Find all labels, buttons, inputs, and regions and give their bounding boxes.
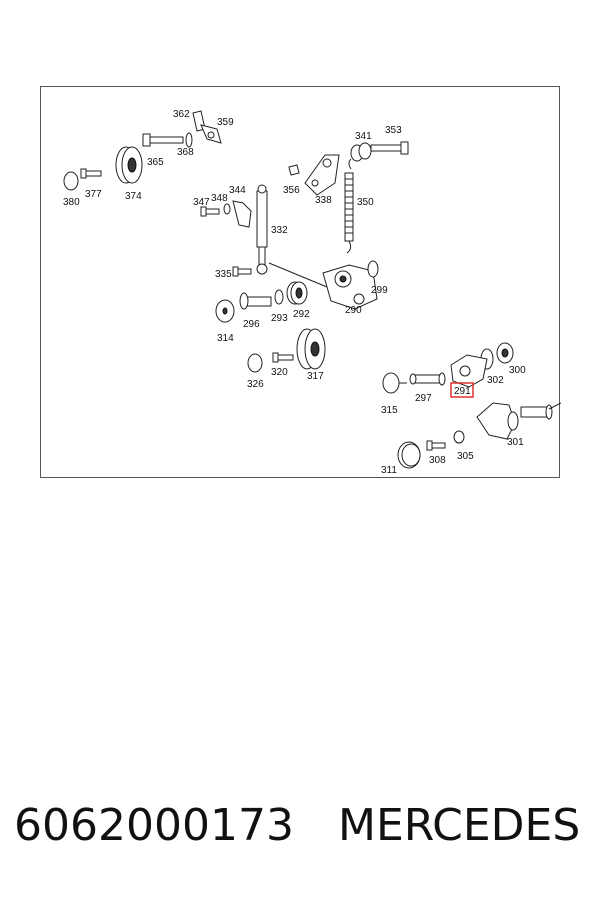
part-number: 6062000173 xyxy=(14,800,294,851)
cap-315 xyxy=(382,372,407,394)
label-359: 359 xyxy=(217,117,234,128)
label-347: 347 xyxy=(193,197,210,208)
label-296: 296 xyxy=(243,319,260,330)
label-377: 377 xyxy=(85,189,102,200)
label-365: 365 xyxy=(147,157,164,168)
cap-326 xyxy=(247,353,263,373)
cap-314 xyxy=(215,299,235,323)
leader-line xyxy=(268,262,328,288)
ring-299 xyxy=(367,260,379,278)
label-353: 353 xyxy=(385,125,402,136)
label-300: 300 xyxy=(509,365,526,376)
label-341: 341 xyxy=(355,131,372,142)
pin-296 xyxy=(239,292,272,310)
label-356: 356 xyxy=(283,185,300,196)
label-368: 368 xyxy=(177,147,194,158)
label-292: 292 xyxy=(293,309,310,320)
brand-name: MERCEDES xyxy=(338,800,581,851)
washer-305 xyxy=(453,430,465,444)
tensioner-arm-291 xyxy=(450,354,488,388)
label-305: 305 xyxy=(457,451,474,462)
housing-301 xyxy=(476,402,561,440)
bolt-335 xyxy=(232,266,252,277)
label-335: 335 xyxy=(215,269,232,280)
label-299: 299 xyxy=(371,285,388,296)
label-302: 302 xyxy=(487,375,504,386)
label-297: 297 xyxy=(415,393,432,404)
spacer-341 xyxy=(350,142,372,162)
part-labels: 362 359 365 368 341 353 380 377 374 356 … xyxy=(63,109,526,476)
bolt-353 xyxy=(370,141,409,155)
bolt-320 xyxy=(272,352,294,363)
bearing-292 xyxy=(286,281,308,305)
bracket-362 xyxy=(192,110,222,144)
damper-332 xyxy=(256,184,268,275)
label-311: 311 xyxy=(381,465,397,476)
shaft-297 xyxy=(409,372,446,386)
cap-380 xyxy=(63,171,79,191)
tensioner-290 xyxy=(322,264,378,310)
bolt-365 xyxy=(142,132,193,148)
pulley-374 xyxy=(115,146,143,184)
exploded-parts-diagram: 362 359 365 368 341 353 380 377 374 356 … xyxy=(63,109,561,476)
bushing-293 xyxy=(274,289,284,305)
label-348: 348 xyxy=(211,193,228,204)
label-362: 362 xyxy=(173,109,190,120)
label-344: 344 xyxy=(229,185,246,196)
diagram-frame: 362 359 365 368 341 353 380 377 374 356 … xyxy=(40,86,561,478)
label-380: 380 xyxy=(63,197,80,208)
seal-300 xyxy=(496,342,514,364)
label-326: 326 xyxy=(247,379,264,390)
cap-311 xyxy=(397,441,421,469)
label-293: 293 xyxy=(271,313,288,324)
bracket-344 xyxy=(200,200,252,228)
label-317: 317 xyxy=(307,371,324,382)
label-301: 301 xyxy=(507,437,524,448)
bolt-377 xyxy=(80,168,102,179)
spring-350 xyxy=(344,158,354,254)
bracket-338 xyxy=(304,154,340,196)
highlight-box xyxy=(450,382,474,398)
nut-356 xyxy=(288,164,300,176)
caption-bar: 6062000173 MERCEDES xyxy=(0,800,600,860)
label-291: 291 xyxy=(454,386,471,397)
highlighted-label-291[interactable]: 291 xyxy=(450,382,474,398)
bolt-308 xyxy=(426,440,446,451)
label-374: 374 xyxy=(125,191,142,202)
label-320: 320 xyxy=(271,367,288,378)
label-315: 315 xyxy=(381,405,398,416)
label-314: 314 xyxy=(217,333,234,344)
label-338: 338 xyxy=(315,195,332,206)
label-290: 290 xyxy=(345,305,362,316)
label-332: 332 xyxy=(271,225,288,236)
label-350: 350 xyxy=(357,197,374,208)
label-308: 308 xyxy=(429,455,446,466)
pulley-317 xyxy=(296,328,326,370)
